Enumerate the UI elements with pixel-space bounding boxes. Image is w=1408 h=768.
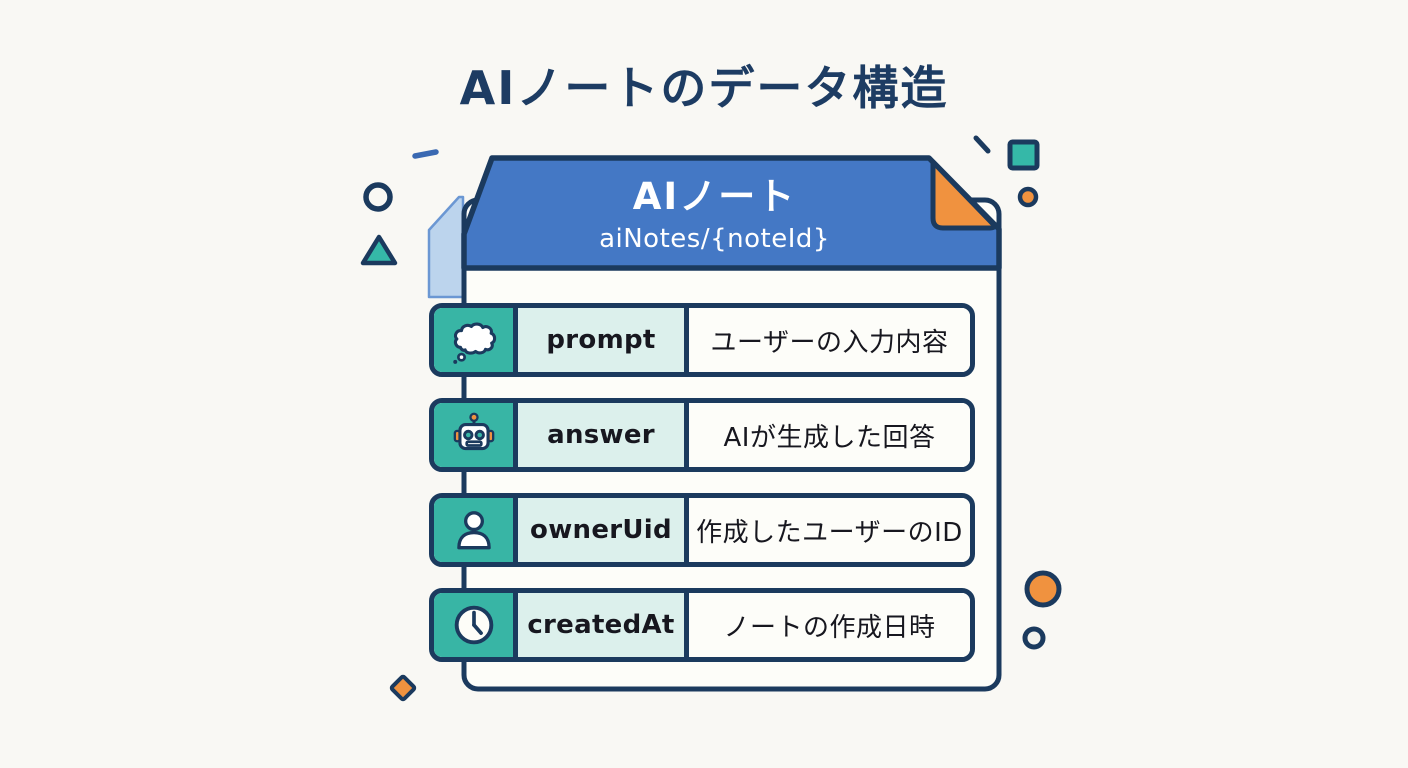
note-left-flap — [427, 195, 465, 299]
dot-accent-top-right — [1017, 186, 1039, 208]
robot-icon — [434, 403, 518, 467]
dash-accent-top-left — [412, 149, 439, 159]
field-name: createdAt — [518, 593, 689, 657]
field-name: prompt — [518, 308, 689, 372]
diamond-accent-bottom-left — [389, 674, 417, 702]
field-description: 作成したユーザーのID — [689, 498, 970, 562]
field-row-owneruid: ownerUid 作成したユーザーのID — [429, 493, 975, 567]
ring-accent-left — [363, 182, 393, 212]
dash-accent-top-right — [973, 135, 991, 154]
field-row-createdat: createdAt ノートの作成日時 — [429, 588, 975, 662]
thought-bubble-icon — [434, 308, 518, 372]
field-description: AIが生成した回答 — [689, 403, 970, 467]
user-icon — [434, 498, 518, 562]
note-header-shape — [461, 155, 1002, 271]
square-accent-top-right — [1007, 139, 1040, 171]
field-description: ノートの作成日時 — [689, 593, 970, 657]
field-row-prompt: prompt ユーザーの入力内容 — [429, 303, 975, 377]
page-title: AIノートのデータ構造 — [459, 61, 949, 115]
triangle-accent-left — [360, 234, 398, 266]
field-row-answer: answer AIが生成した回答 — [429, 398, 975, 472]
ring-accent-bottom-right — [1022, 626, 1046, 650]
folded-corner-icon — [930, 159, 997, 231]
field-description: ユーザーの入力内容 — [689, 308, 970, 372]
circle-accent-bottom-right — [1024, 570, 1062, 608]
field-name: ownerUid — [518, 498, 689, 562]
clock-icon — [434, 593, 518, 657]
field-name: answer — [518, 403, 689, 467]
